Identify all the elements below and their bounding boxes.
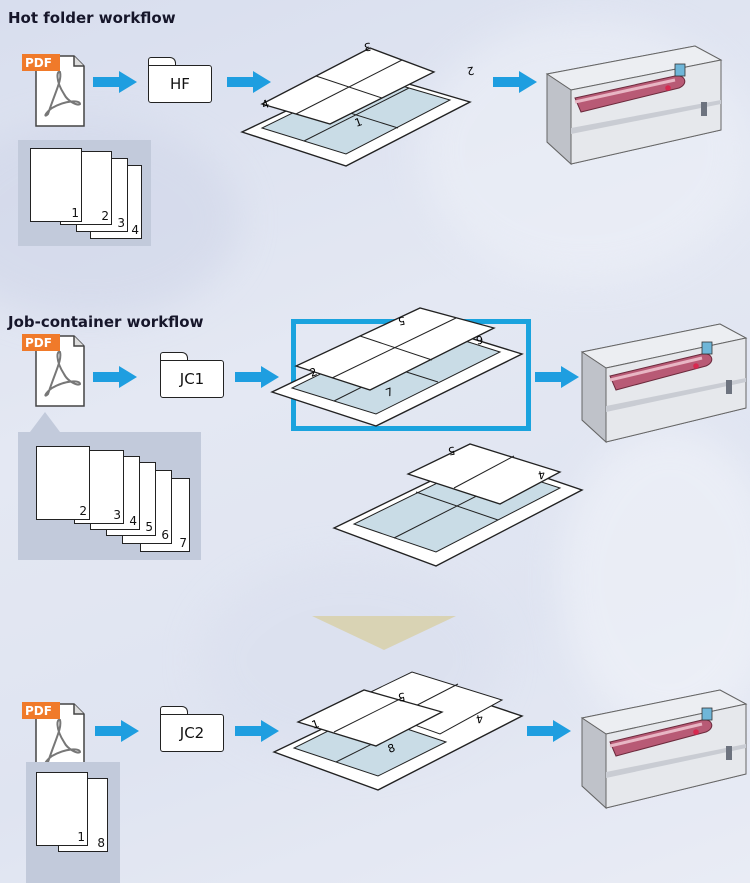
- hot-folder-title: Hot folder workflow: [8, 9, 176, 27]
- pdf-label: PDF: [25, 336, 52, 350]
- flow-arrow-icon: [535, 366, 579, 388]
- platesetter-printer-icon: [580, 323, 748, 444]
- flow-arrow-icon: [493, 71, 537, 93]
- page-sheet: 2: [36, 446, 90, 520]
- pdf-label: PDF: [25, 704, 52, 718]
- imposed-sheet-illustration: [272, 671, 524, 791]
- flow-arrow-icon: [235, 366, 279, 388]
- platesetter-printer-icon: [545, 45, 723, 166]
- imposed-sheet-remaining-illustration: [332, 443, 584, 567]
- flow-arrow-icon: [93, 366, 137, 388]
- tray-pointer: [30, 412, 60, 432]
- job-container-folder-icon: JC1: [160, 352, 224, 398]
- page-sheet: 1: [30, 148, 82, 222]
- imposed-sheet-illustration: [240, 47, 472, 167]
- job-container-title: Job-container workflow: [8, 313, 204, 331]
- flow-arrow-icon: [93, 71, 137, 93]
- flow-arrow-icon: [235, 720, 279, 742]
- down-arrow-icon: [312, 616, 456, 650]
- flow-arrow-icon: [227, 71, 271, 93]
- flow-arrow-icon: [95, 720, 139, 742]
- job-container-2-folder-icon: JC2: [160, 706, 224, 752]
- pdf-file-icon: PDF: [22, 330, 90, 410]
- platesetter-printer-icon: [580, 689, 748, 810]
- pdf-file-icon: PDF: [22, 698, 90, 778]
- imposed-sheet-illustration: [270, 307, 524, 427]
- flow-arrow-icon: [527, 720, 571, 742]
- page-sheet: 1: [36, 772, 88, 846]
- hot-folder-icon: HF: [148, 57, 212, 103]
- pdf-file-icon: PDF: [22, 50, 90, 130]
- pdf-label: PDF: [25, 56, 52, 70]
